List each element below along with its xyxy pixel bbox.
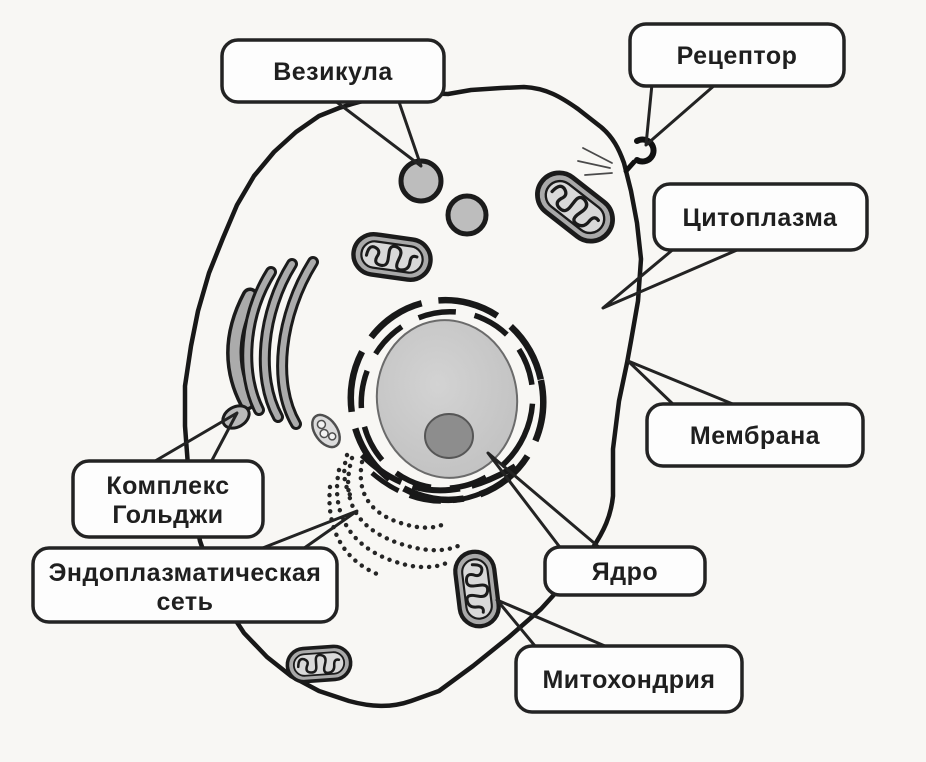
callout-tail (601, 245, 745, 310)
callout-label: Везикула (273, 58, 393, 86)
golgi-cisterna (244, 269, 274, 413)
golgi-cisterna (229, 291, 255, 407)
callout-tail (626, 359, 741, 409)
nuclear-envelope-arc (370, 471, 512, 504)
callout-label: Цитоплазма (683, 204, 838, 232)
nucleus-group (347, 296, 547, 504)
nuclear-envelope-inner (358, 308, 536, 492)
er-dot-row (346, 455, 461, 553)
nucleolus-shape (424, 413, 474, 459)
callout-label: Рецептор (677, 42, 798, 70)
callout-box (645, 402, 865, 468)
callout-label: сеть (156, 588, 213, 616)
callout-label: Митохондрия (542, 666, 715, 694)
callout-box (220, 38, 446, 104)
golgi-cisterna (261, 261, 295, 420)
callout-mitochondrion: Митохондрия (495, 598, 744, 714)
er-dot-row (342, 452, 355, 501)
callout-golgi: Комплекс Гольджи (71, 411, 265, 539)
er-dot-row (358, 459, 451, 530)
callout-membrane: Мембрана (626, 359, 865, 468)
callout-label: Эндоплазматическая (49, 559, 322, 587)
callout-receptor: Рецептор (628, 22, 846, 147)
er-dot-row (334, 467, 455, 570)
er-dot-row (327, 484, 385, 579)
receptor-signal-lines (577, 147, 613, 176)
callout-box (71, 459, 265, 539)
callout-box (543, 545, 707, 597)
callout-label: Мембрана (690, 422, 821, 450)
callout-vesicle: Везикула (220, 38, 446, 168)
callout-nucleus: Ядро (486, 451, 707, 597)
callout-tail (486, 451, 601, 551)
callout-tail (254, 509, 359, 553)
golgi-cisterna (279, 259, 316, 427)
nucleus-shape (375, 319, 519, 479)
callout-label: Комплекс (106, 472, 229, 500)
callout-tail (644, 82, 717, 147)
er-dots (327, 452, 461, 579)
nuclear-envelope-arc (359, 452, 524, 494)
callout-label: Ядро (592, 558, 658, 586)
vesicle-shape (398, 158, 444, 204)
callout-tail (333, 98, 423, 168)
mitochondrion-shape (284, 643, 354, 685)
callout-box (31, 546, 339, 624)
nuclear-envelope-outer (347, 296, 547, 504)
mitochondrion-shape (453, 549, 501, 628)
small-organelle-shape (311, 413, 341, 449)
callout-er: Эндоплазматическая сеть (31, 509, 359, 624)
callout-box (652, 182, 869, 252)
golgi-apparatus-shape (221, 256, 319, 430)
receptor-shape (577, 136, 657, 176)
callout-box (514, 644, 744, 714)
callout-tail (149, 411, 239, 466)
callout-box (628, 22, 846, 88)
callout-label: Гольджи (112, 501, 223, 529)
callout-cytoplasm: Цитоплазма (601, 182, 869, 310)
callout-tail (495, 598, 613, 653)
vesicle-shape (445, 193, 489, 237)
